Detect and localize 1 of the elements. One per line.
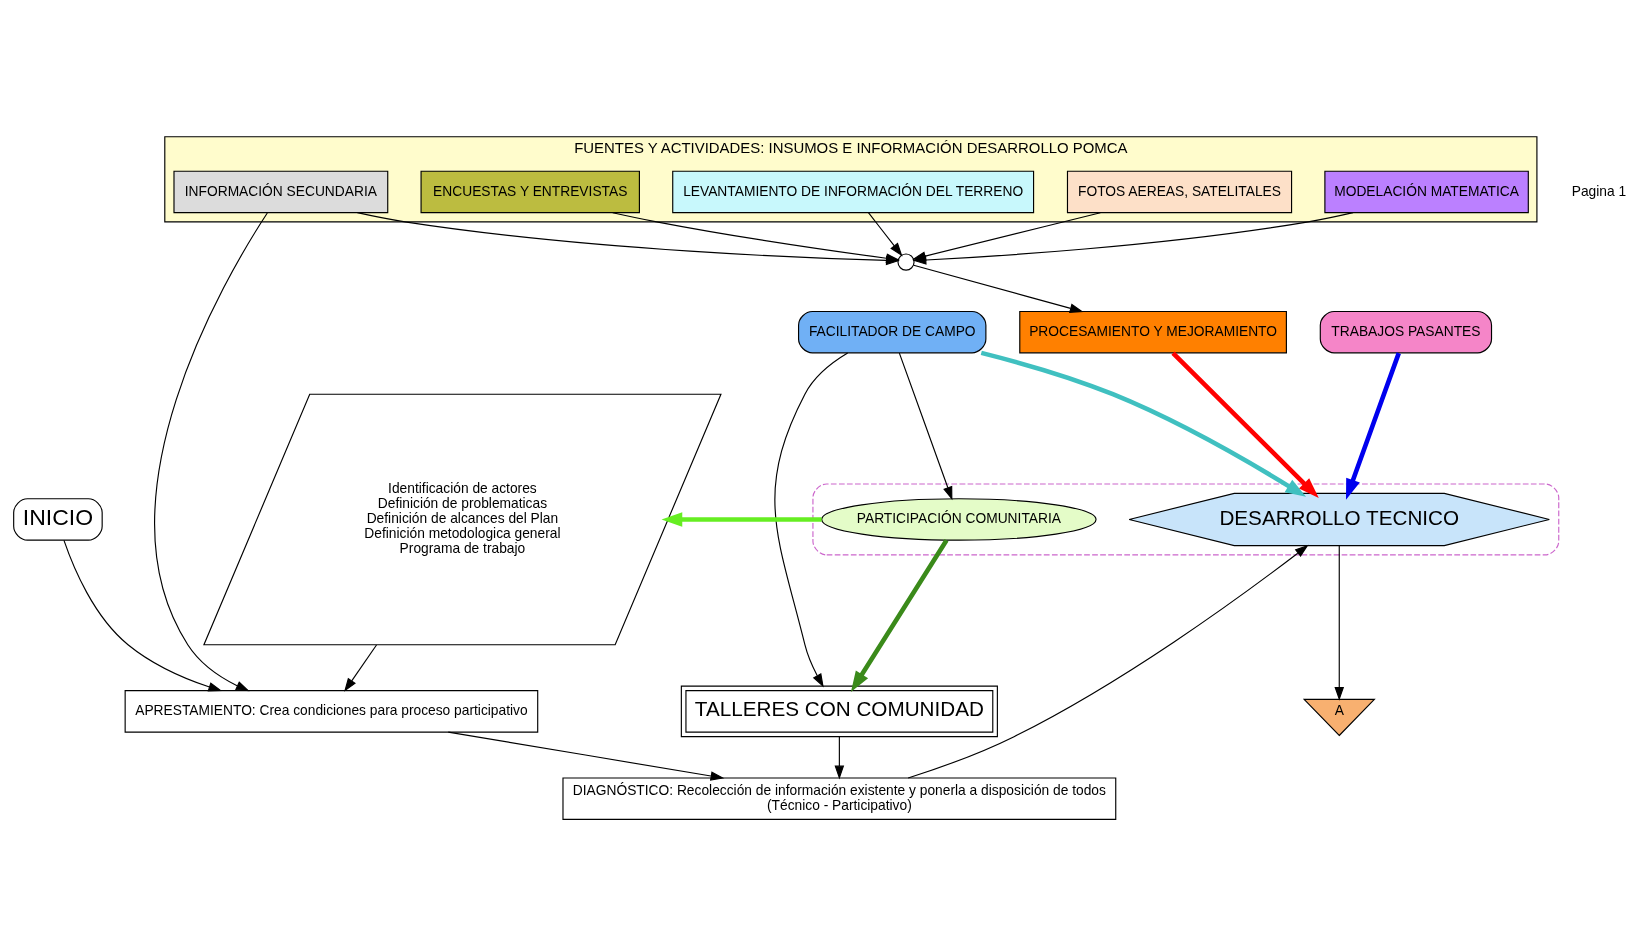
label: Pagina 1 [1571, 183, 1626, 199]
